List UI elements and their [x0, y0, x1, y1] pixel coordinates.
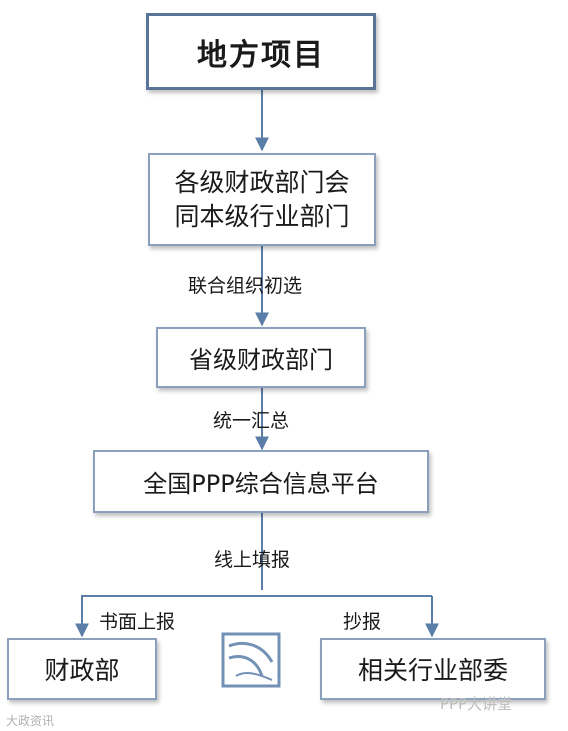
- node-finance-line1: 各级财政部门会: [174, 167, 350, 197]
- node-provincial-finance: 省级财政部门: [156, 327, 366, 388]
- node-provincial-label: 省级财政部门: [189, 346, 333, 374]
- watermark-left: 大政资讯: [6, 714, 55, 728]
- edge-label-written-report: 书面上报: [99, 611, 176, 633]
- node-finance-line2: 同本级行业部门: [174, 201, 350, 231]
- edge-label-copy-report: 抄报: [343, 611, 382, 633]
- node-mof-label: 财政部: [44, 656, 120, 685]
- node-ministry-of-finance: 财政部: [7, 638, 157, 700]
- edge-label-summarize: 统一汇总: [213, 410, 290, 432]
- node-local-project-label: 地方项目: [197, 37, 325, 73]
- node-platform-label: 全国PPP综合信息平台: [143, 470, 379, 498]
- node-finance-departments: 各级财政部门会 同本级行业部门: [148, 153, 376, 246]
- node-ppp-platform: 全国PPP综合信息平台: [93, 450, 429, 513]
- node-related-ministries: 相关行业部委: [320, 638, 546, 700]
- node-local-project: 地方项目: [146, 13, 376, 90]
- node-related-label: 相关行业部委: [357, 656, 508, 685]
- logo-emblem: [221, 632, 281, 688]
- edge-label-online-fill: 线上填报: [214, 549, 291, 571]
- watermark-right: PPP大讲堂: [440, 695, 513, 713]
- edge-label-initial-screening: 联合组织初选: [188, 275, 303, 297]
- arrow-to-mof: [75, 595, 432, 638]
